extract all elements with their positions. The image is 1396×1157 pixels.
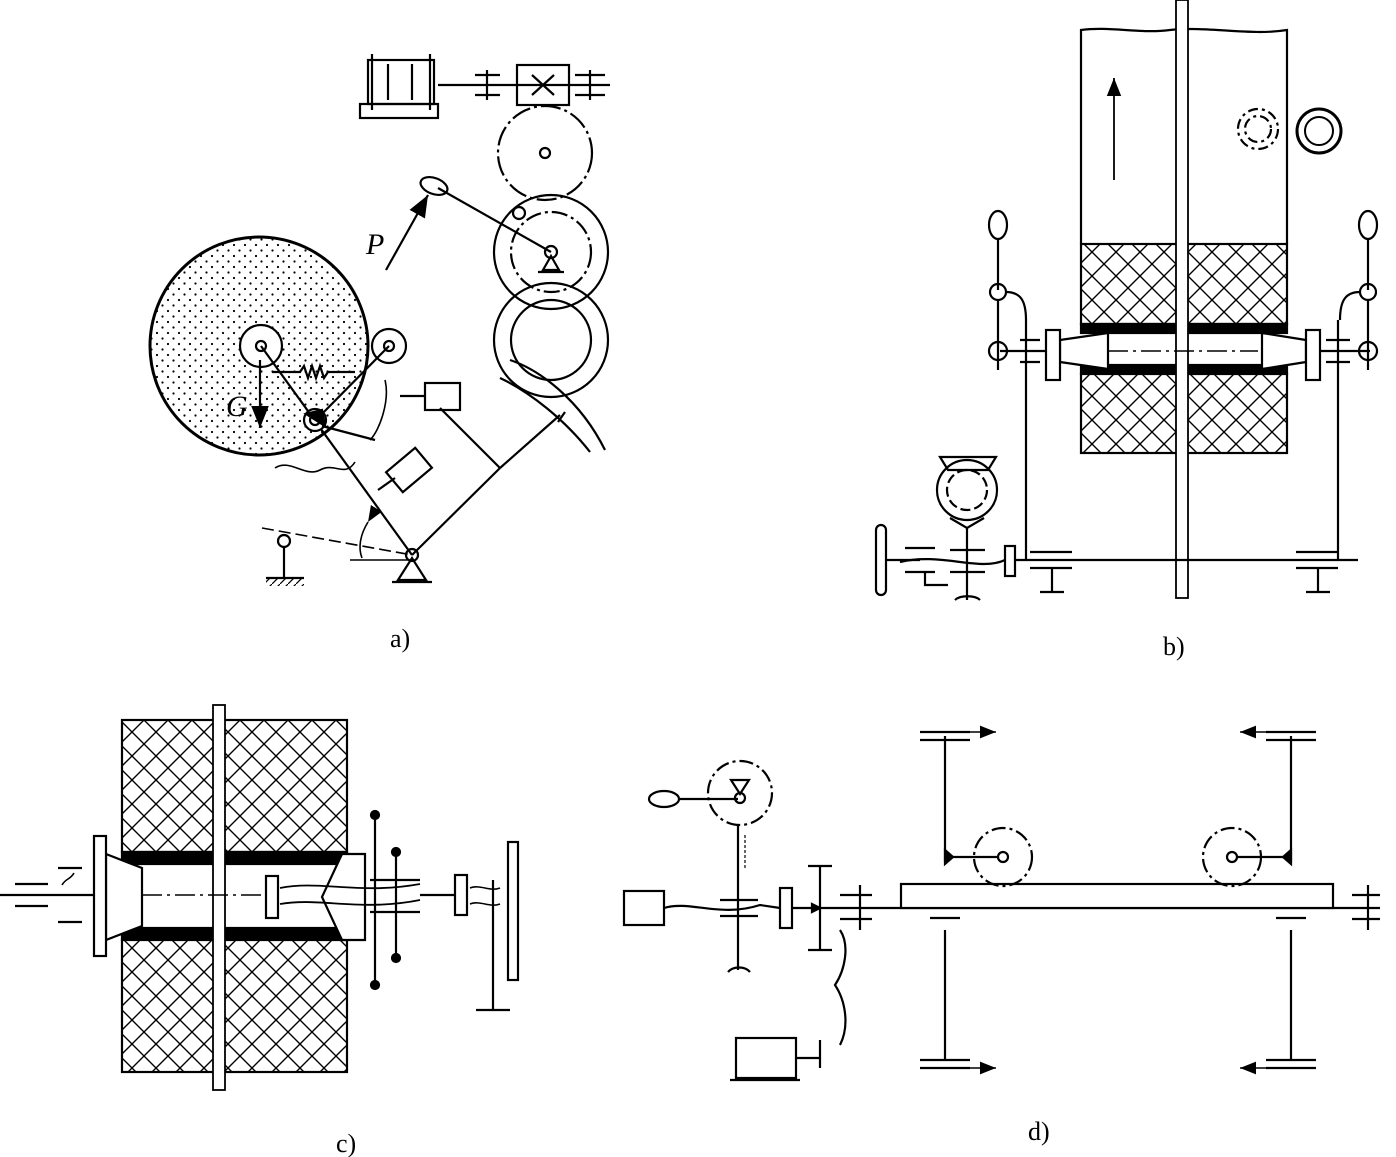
handwheel-c-icon xyxy=(506,840,520,982)
motor-small-icon xyxy=(384,446,434,494)
caption-c: c) xyxy=(336,1129,356,1157)
billet-c-lower xyxy=(120,938,349,1074)
wheel-d-left xyxy=(972,826,1034,888)
force-p-arrow xyxy=(385,194,429,271)
caption-a: a) xyxy=(390,624,410,653)
gear-lower xyxy=(492,281,610,399)
panel-d xyxy=(622,725,1380,1082)
grinding-head-c-left xyxy=(104,852,144,942)
gear-middle xyxy=(492,193,610,311)
panel-a xyxy=(148,54,610,586)
handle-d-icon xyxy=(647,789,681,809)
handle-left-icon xyxy=(987,209,1009,241)
handle-right-icon xyxy=(1357,209,1379,241)
weight-label: G xyxy=(226,390,248,423)
billet-column xyxy=(1079,27,1289,244)
center-column xyxy=(1175,0,1189,599)
motor-b-icon xyxy=(935,458,999,522)
grinding-head-right xyxy=(1260,331,1308,371)
lever xyxy=(437,187,552,253)
handwheel-icon xyxy=(874,523,888,597)
billet-c-upper xyxy=(120,718,349,854)
gear-upper xyxy=(496,104,594,202)
motor-d2-icon xyxy=(734,1036,798,1080)
cylinder-icon xyxy=(423,381,462,412)
handle-icon xyxy=(419,175,449,197)
gear-d xyxy=(706,759,774,827)
spring-icon xyxy=(272,362,355,382)
force-label: P xyxy=(365,228,384,261)
coupling-icon xyxy=(475,63,605,107)
grinding-head-left xyxy=(1058,331,1110,371)
caption-b: b) xyxy=(1163,632,1185,661)
motor-d-icon xyxy=(622,889,666,927)
panel-c xyxy=(0,704,520,1091)
grinding-head-c-right xyxy=(320,852,367,942)
carriage xyxy=(899,882,1335,910)
motor-icon xyxy=(358,54,440,120)
caption-d: d) xyxy=(1028,1117,1050,1146)
center-column-c xyxy=(212,704,226,1091)
arm-main xyxy=(260,345,413,556)
panel-b xyxy=(874,0,1379,601)
